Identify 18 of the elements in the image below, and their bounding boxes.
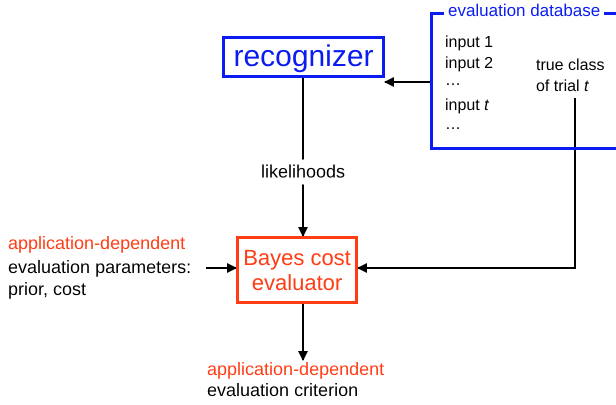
- heading-text: application-dependent: [207, 361, 384, 378]
- list-item: input 1: [445, 33, 494, 52]
- evaluator-box: [236, 236, 358, 304]
- arrow: [206, 263, 237, 273]
- box-label: Bayes cost evaluator: [242, 244, 352, 296]
- arrow: [384, 77, 430, 87]
- list-item: …: [445, 72, 461, 90]
- box-label: recognizer: [233, 40, 374, 74]
- list-item: input 2: [445, 54, 494, 73]
- list-item: …: [445, 115, 461, 134]
- recognizer-box: [222, 36, 385, 78]
- arrow: [357, 98, 576, 273]
- label-text: evaluation criterion: [207, 382, 358, 399]
- arrow: [298, 304, 308, 361]
- label-text: true class of trial t: [536, 56, 606, 97]
- heading-text: application-dependent: [8, 235, 186, 252]
- label-text: evaluation parameters: prior, cost: [8, 256, 192, 300]
- list-item: input t: [445, 96, 489, 115]
